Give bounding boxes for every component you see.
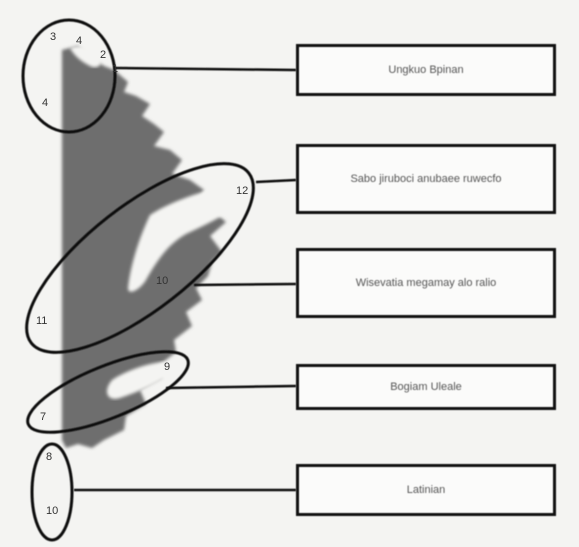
label-box-3: Wisevatia megamay alo ralio [296, 248, 556, 318]
ellipse-upper-margin [25, 162, 255, 354]
label-number-8: 8 [46, 451, 52, 463]
label-number-10: 10 [156, 275, 168, 287]
label-number-12: 12 [236, 185, 248, 197]
label-box-1: Ungkuo Bpinan [296, 44, 556, 96]
label-box-4: Bogiam Uleale [296, 364, 556, 410]
ellipse-base [30, 442, 74, 542]
leaf-tip-highlight [70, 46, 102, 68]
label-box-2: Sabo jiruboci anubaee ruwecfo [296, 144, 556, 214]
label-number-11: 11 [36, 315, 47, 327]
label-number-9: 9 [164, 361, 170, 373]
label-box-1-text: Ungkuo Bpinan [388, 64, 464, 76]
label-number-4: 4 [76, 35, 82, 47]
ellipse-tip [21, 18, 117, 134]
label-box-5: Latinian [296, 464, 556, 516]
label-box-4-text: Bogiam Uleale [390, 381, 462, 393]
label-number-7: 7 [40, 411, 46, 423]
leaf-vein-lower [106, 362, 173, 399]
connector-1 [113, 66, 297, 72]
leaf-vein-upper [128, 186, 246, 292]
ellipse-lower-margin [26, 350, 190, 434]
label-box-5-text: Latinian [406, 484, 446, 496]
connector-3 [193, 282, 297, 287]
label-number-3: 3 [50, 31, 56, 43]
label-number-2: 2 [100, 49, 106, 61]
connector-2 [255, 178, 297, 184]
label-number-4b: 4 [42, 97, 48, 109]
label-box-3-text: Wisevatia megamay alo ralio [355, 277, 497, 289]
label-box-2-text: Sabo jiruboci anubaee ruwecfo [350, 173, 502, 185]
label-number-10b: 10 [46, 505, 58, 517]
label-number-1: 1 [112, 63, 118, 75]
connector-4 [165, 384, 297, 390]
